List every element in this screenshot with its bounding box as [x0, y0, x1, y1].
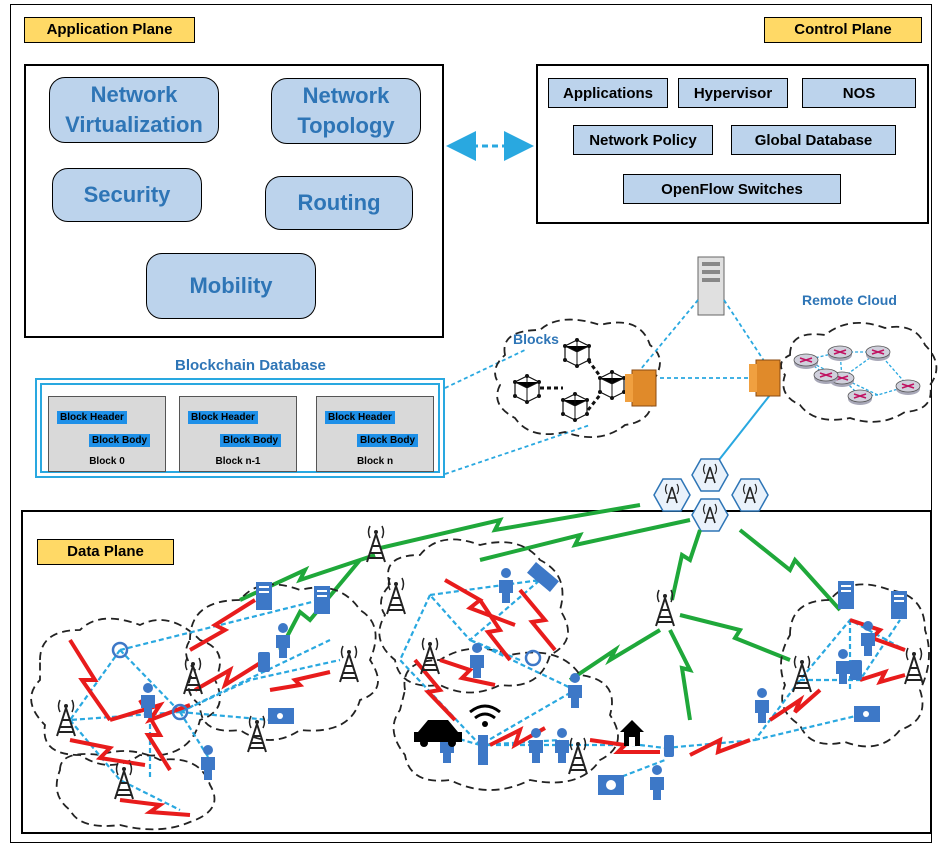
control-applications: Applications — [548, 78, 668, 108]
block-header: Block Header — [57, 411, 127, 424]
data-plane-tag: Data Plane — [37, 539, 174, 565]
app-network-virtualization: Network Virtualization — [49, 77, 219, 143]
block-0: Block Header Block Body Block 0 — [48, 396, 166, 472]
block-name: Block n — [356, 456, 394, 467]
wifi-symbol — [469, 704, 501, 727]
control-openflow-switches: OpenFlow Switches — [623, 174, 841, 204]
block-body: Block Body — [89, 434, 151, 447]
house-symbol — [620, 720, 644, 746]
block-n: Block Header Block Body Block n — [316, 396, 434, 472]
block-header: Block Header — [188, 411, 258, 424]
blocks-label: Blocks — [513, 331, 559, 347]
data-plane-box — [21, 510, 932, 834]
remote-cloud-label: Remote Cloud — [802, 292, 897, 308]
control-plane-tag: Control Plane — [764, 17, 922, 43]
block-n-minus-1: Block Header Block Body Block n-1 — [179, 396, 297, 472]
blockchain-title: Blockchain Database — [175, 357, 326, 374]
block-name: Block n-1 — [215, 456, 261, 467]
block-header: Block Header — [325, 411, 395, 424]
app-mobility: Mobility — [146, 253, 316, 319]
top-server — [697, 256, 725, 316]
blockchain-outer-frame: Block Header Block Body Block 0 Block He… — [35, 378, 445, 478]
control-nos: NOS — [802, 78, 916, 108]
block-body: Block Body — [357, 434, 419, 447]
diagram-frame — [10, 4, 932, 843]
application-plane-tag: Application Plane — [24, 17, 195, 43]
control-network-policy: Network Policy — [573, 125, 713, 155]
app-network-topology: Network Topology — [271, 78, 421, 144]
block-name: Block 0 — [89, 456, 125, 467]
control-global-database: Global Database — [731, 125, 896, 155]
control-hypervisor: Hypervisor — [678, 78, 788, 108]
app-routing: Routing — [265, 176, 413, 230]
car-symbol — [414, 720, 462, 747]
block-body: Block Body — [220, 434, 282, 447]
app-security: Security — [52, 168, 202, 222]
blockchain-inner-frame: Block Header Block Body Block 0 Block He… — [40, 383, 440, 473]
